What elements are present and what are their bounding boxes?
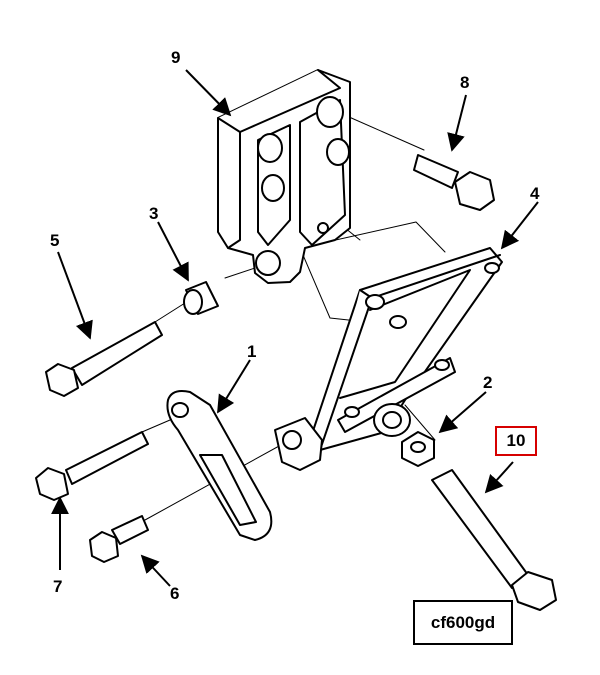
- bolt-part-10: [431, 469, 557, 611]
- bolt-part-7: [35, 431, 149, 501]
- link-arm-part-1: [166, 390, 273, 541]
- callout-10: 10: [506, 431, 526, 450]
- base-bracket: [274, 417, 323, 471]
- nut-part-2: [401, 431, 435, 467]
- highlighted-callout-10: 10: [495, 426, 537, 456]
- callout-5: 5: [50, 231, 60, 250]
- bolt-part-8: [413, 154, 495, 211]
- leader-arrows: [51, 69, 539, 587]
- upper-bracket-part-9: [217, 69, 351, 284]
- figure-code: cf600gd: [430, 612, 496, 632]
- callout-2: 2: [483, 373, 493, 392]
- callout-7: 7: [53, 577, 63, 596]
- assembly-centerlines: [141, 112, 446, 521]
- callout-9: 9: [171, 48, 181, 67]
- figure-code-box: cf600gd: [413, 600, 513, 645]
- bolt-part-6: [89, 515, 149, 563]
- callout-4: 4: [530, 184, 540, 203]
- callout-6: 6: [170, 584, 180, 603]
- callout-8: 8: [460, 73, 470, 92]
- callout-3: 3: [149, 204, 159, 223]
- spacer-part-3: [183, 281, 219, 315]
- bolt-part-5: [45, 321, 163, 397]
- callout-1: 1: [247, 342, 257, 361]
- mounting-plate-part-4: [307, 247, 503, 451]
